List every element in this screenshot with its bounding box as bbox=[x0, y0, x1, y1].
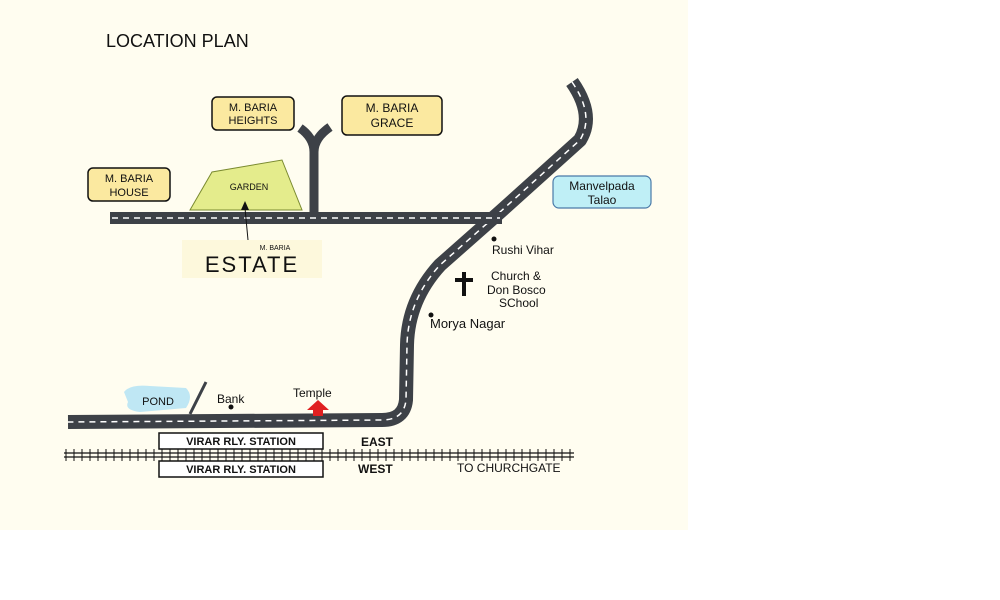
svg-text:Morya Nagar: Morya Nagar bbox=[430, 316, 506, 331]
pond-road-divider bbox=[188, 381, 208, 415]
svg-text:HEIGHTS: HEIGHTS bbox=[229, 115, 278, 127]
station-west-box: VIRAR RLY. STATION bbox=[158, 460, 324, 478]
svg-text:VIRAR RLY. STATION: VIRAR RLY. STATION bbox=[186, 464, 296, 476]
garden-plot: GARDEN bbox=[189, 159, 303, 211]
svg-text:SChool: SChool bbox=[499, 296, 538, 310]
svg-text:GRACE: GRACE bbox=[371, 116, 414, 130]
svg-text:M. BARIA: M. BARIA bbox=[366, 101, 419, 115]
svg-text:HOUSE: HOUSE bbox=[109, 187, 148, 199]
svg-text:ESTATE: ESTATE bbox=[205, 252, 299, 277]
railway-ties bbox=[65, 449, 571, 461]
svg-text:VIRAR RLY. STATION: VIRAR RLY. STATION bbox=[186, 436, 296, 448]
pond: POND bbox=[124, 385, 190, 412]
svg-text:Manvelpada: Manvelpada bbox=[569, 179, 635, 193]
temple-arrow-icon bbox=[307, 400, 329, 416]
to-churchgate-label: TO CHURCHGATE bbox=[457, 461, 561, 475]
page-title: LOCATION PLAN bbox=[106, 31, 249, 51]
branch-road bbox=[297, 123, 333, 212]
svg-text:Rushi Vihar: Rushi Vihar bbox=[492, 243, 554, 257]
building-grace: M. BARIA GRACE bbox=[341, 95, 443, 136]
svg-text:M. BARIA: M. BARIA bbox=[229, 102, 278, 114]
svg-text:M. BARIA: M. BARIA bbox=[260, 245, 291, 252]
church-cross-icon bbox=[455, 272, 473, 296]
svg-text:Church &: Church & bbox=[491, 269, 541, 283]
svg-text:Temple: Temple bbox=[293, 386, 332, 400]
building-house: M. BARIA HOUSE bbox=[87, 167, 171, 202]
west-label: WEST bbox=[358, 462, 393, 476]
landmark-rushi-vihar: Rushi Vihar bbox=[491, 236, 554, 257]
svg-text:Don Bosco: Don Bosco bbox=[487, 283, 546, 297]
railway-track bbox=[64, 452, 574, 458]
station-east-box: VIRAR RLY. STATION bbox=[158, 432, 324, 450]
building-heights: M. BARIA HEIGHTS bbox=[211, 96, 295, 131]
estate-arrow bbox=[241, 201, 249, 241]
svg-text:Talao: Talao bbox=[588, 193, 617, 207]
svg-text:GARDEN: GARDEN bbox=[230, 182, 269, 192]
landmark-bank: Bank bbox=[217, 392, 245, 410]
east-label: EAST bbox=[361, 435, 394, 449]
estate-road bbox=[110, 212, 502, 224]
landmark-morya-nagar: Morya Nagar bbox=[428, 312, 506, 331]
main-road bbox=[67, 77, 593, 429]
landmark-church: Church & Don Bosco SChool bbox=[487, 269, 546, 310]
svg-text:POND: POND bbox=[142, 396, 174, 408]
manvelpada-talao: Manvelpada Talao bbox=[552, 175, 652, 209]
svg-text:M. BARIA: M. BARIA bbox=[105, 173, 154, 185]
landmark-temple: Temple bbox=[293, 386, 332, 416]
svg-text:Bank: Bank bbox=[217, 392, 245, 406]
map-background bbox=[0, 0, 688, 530]
estate-label: M. BARIA ESTATE bbox=[182, 240, 322, 278]
